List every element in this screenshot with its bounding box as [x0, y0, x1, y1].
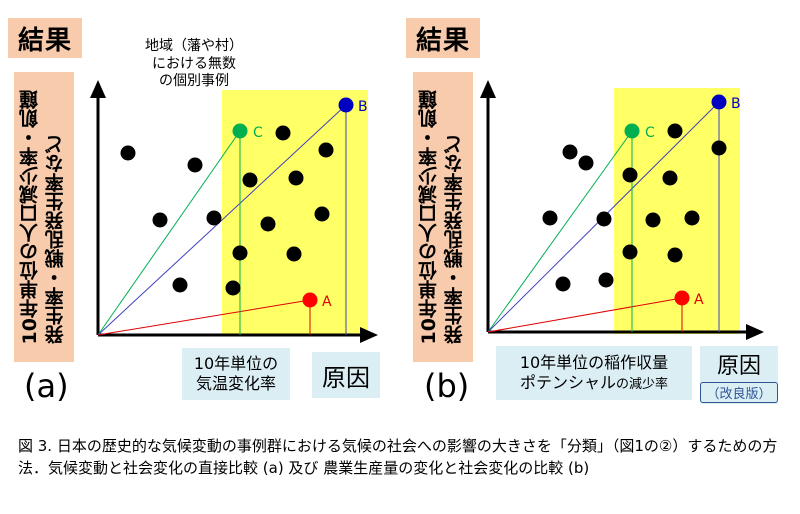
case-dot: [578, 155, 594, 171]
line-c-b: [487, 130, 633, 333]
result-label-a: 結果: [8, 18, 82, 58]
point-a-label-a: A: [322, 294, 332, 310]
y-axis-label-box-b: 10年単位の人口減少率・飢饉 発生率・戦乱発生率など: [413, 72, 473, 362]
case-dot: [286, 246, 302, 262]
x-axis-label-b-sub: ポテンシャルの減少率: [520, 373, 668, 393]
case-dot: [120, 145, 136, 161]
line-b-a: [97, 104, 347, 336]
case-dot: [598, 272, 614, 288]
figure-caption: 図 3. 日本の歴史的な気候変動の事例群における気候の社会への影響の大きさを「分…: [18, 437, 778, 477]
plot-b: C B A: [480, 80, 764, 340]
case-dot: [622, 244, 638, 260]
x-axis-arrow-a: [360, 327, 378, 343]
case-dot: [622, 167, 638, 183]
panel-label-a: (a): [24, 367, 69, 405]
case-dot: [260, 216, 276, 232]
case-dot: [596, 211, 612, 227]
point-c-a: [232, 123, 248, 139]
case-dot: [275, 125, 291, 141]
y-axis-arrow-b: [480, 80, 496, 98]
case-dot: [711, 140, 727, 156]
case-dot: [152, 212, 168, 228]
point-c-b: [624, 123, 640, 139]
point-b-b: [711, 94, 727, 110]
line-a-b: [487, 297, 683, 333]
cause-label-b: 原因 （改良版）: [700, 346, 778, 404]
point-b-label-a: B: [358, 99, 368, 115]
case-dot: [206, 210, 222, 226]
case-dot: [314, 206, 330, 222]
case-dot: [684, 210, 700, 226]
case-dot: [562, 144, 578, 160]
individual-cases-annotation: 地域（藩や村） における無数 の個別事例: [145, 38, 243, 89]
point-a-b: [674, 290, 690, 306]
x-axis-label-b-main: 10年単位の稲作収量: [519, 352, 669, 372]
panel-label-b: (b): [424, 367, 470, 405]
point-c-label-b: C: [645, 125, 655, 141]
y-axis-label-box-a: 10年単位の人口減少率・飢饉 発生率・戦乱発生率など: [14, 72, 74, 362]
x-axis-label-a: 10年単位の 気温変化率: [182, 348, 290, 400]
x-axis-arrow-b: [746, 324, 764, 340]
x-axis-label-b: 10年単位の稲作収量 ポテンシャルの減少率: [496, 346, 692, 400]
case-dot: [232, 245, 248, 261]
case-dot: [187, 157, 203, 173]
case-dot: [667, 247, 683, 263]
case-dot: [555, 276, 571, 292]
line-a-a: [97, 299, 311, 336]
point-a-a: [302, 292, 318, 308]
line-c-a: [97, 130, 241, 336]
case-dot: [288, 170, 304, 186]
point-a-label-b: A: [694, 292, 704, 308]
case-dot: [645, 212, 661, 228]
case-dot: [172, 277, 188, 293]
case-dot: [242, 172, 258, 188]
case-dot: [662, 170, 678, 186]
x-axis-label-b-sub-small: の減少率: [616, 376, 669, 392]
result-label-b: 結果: [406, 18, 480, 58]
x-axis-label-b-sub-strong: ポテンシャル: [519, 372, 616, 392]
y-axis-arrow-a: [90, 80, 106, 98]
case-dot: [225, 280, 241, 296]
plot-a: C B A: [90, 80, 378, 343]
case-dot: [542, 210, 558, 226]
cause-label-b-text: 原因: [716, 353, 761, 379]
cause-label-a: 原因: [312, 352, 380, 398]
case-dot: [667, 123, 683, 139]
point-b-a: [338, 97, 354, 113]
case-dot: [318, 142, 334, 158]
point-c-label-a: C: [253, 125, 263, 141]
cause-label-b-sub: （改良版）: [700, 381, 778, 403]
point-b-label-b: B: [731, 96, 741, 112]
